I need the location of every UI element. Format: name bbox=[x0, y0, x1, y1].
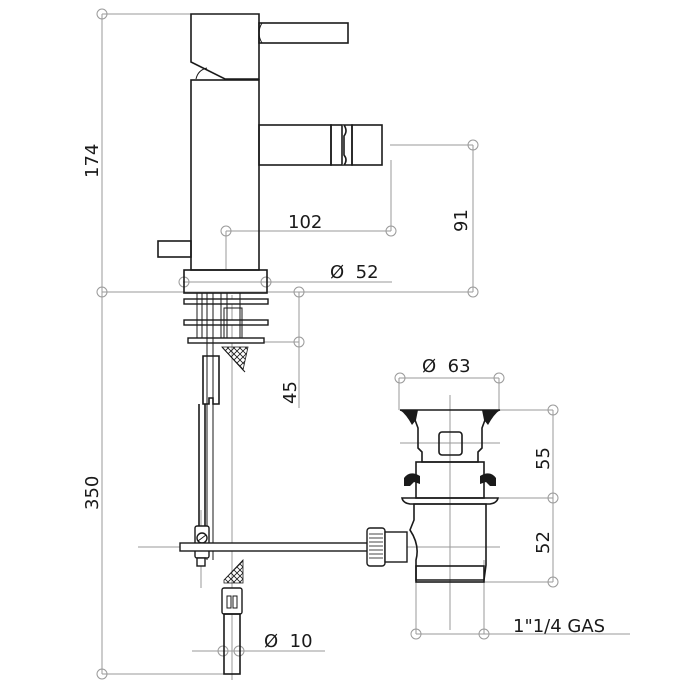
dim-52-label: 52 bbox=[533, 531, 554, 554]
dim-rod-diameter-label: Ø 10 bbox=[264, 631, 313, 652]
mixer-body bbox=[157, 13, 408, 675]
dim-55-label: 55 bbox=[533, 447, 554, 470]
dimension-labels: 174 102 91 Ø 52 45 350 Ø 63 55 52 1"1/4 … bbox=[82, 144, 605, 652]
dim-waste-diameter-label: Ø 63 bbox=[422, 356, 471, 377]
dim-thread-label: 1"1/4 GAS bbox=[513, 616, 605, 637]
dimension-lines bbox=[96, 8, 630, 680]
dim-91-label: 91 bbox=[451, 209, 472, 232]
dim-base-diameter-label: Ø 52 bbox=[330, 262, 379, 283]
pop-up-waste bbox=[399, 409, 501, 583]
dim-45-label: 45 bbox=[280, 381, 301, 404]
dim-102-label: 102 bbox=[288, 212, 322, 233]
dim-350-label: 350 bbox=[82, 476, 103, 510]
dim-174-label: 174 bbox=[82, 144, 103, 178]
